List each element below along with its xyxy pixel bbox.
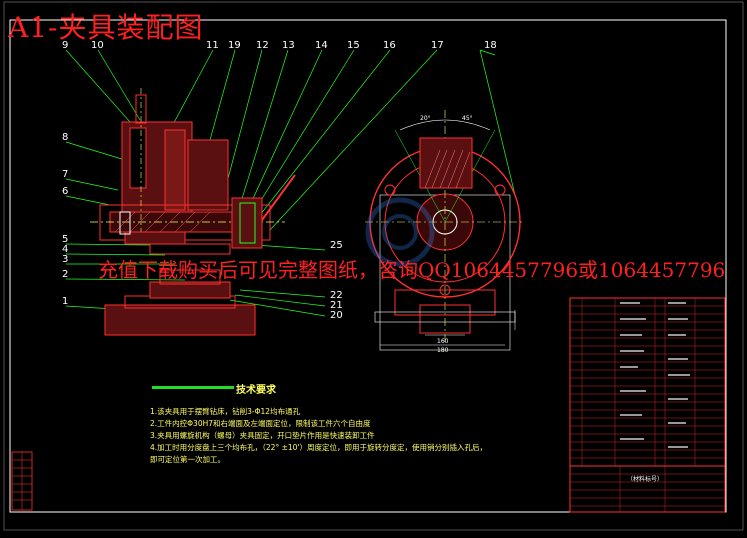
leader-lines	[65, 49, 516, 317]
callout-top-8: 16	[383, 40, 396, 51]
tech-item: 4.加工时用分度盘上三个均布孔，（22° ±10'）周度定位，即用于旋转分度定，…	[150, 443, 487, 452]
callout-top-7: 15	[347, 40, 360, 51]
callout-top-2: 11	[206, 40, 219, 51]
tech-heading-bar	[152, 386, 234, 389]
callout-right-3: 20	[330, 310, 343, 321]
promo-watermark-text: 充值下载购买后可见完整图纸，咨询QQ1064457796或1064457796	[98, 258, 726, 282]
callout-top-3: 19	[228, 40, 241, 51]
callouts-left: 8 7 6 5 4 3 2 1	[62, 132, 68, 307]
front-section-view	[90, 88, 296, 336]
callout-top-5: 13	[282, 40, 295, 51]
callouts-right: 25 22 21 20	[330, 240, 343, 321]
callout-left-0: 8	[62, 132, 68, 143]
callout-left-3: 5	[62, 234, 68, 245]
side-view	[365, 110, 525, 351]
callout-left-5: 3	[62, 254, 68, 265]
callout-left-2: 6	[62, 186, 68, 197]
callout-left-7: 1	[62, 296, 68, 307]
parts-list	[569, 297, 726, 467]
tech-item: 3.夹具用螺旋机构（螺母）夹具固定，开口垫片作用是快速装卸工件	[150, 431, 375, 440]
title-block: （材料标号）	[569, 465, 726, 513]
callout-top-6: 14	[315, 40, 328, 51]
callout-top-1: 10	[91, 40, 104, 51]
dim-width-1: 160	[437, 338, 449, 345]
callout-right-0: 25	[330, 240, 343, 251]
callout-top-4: 12	[256, 40, 269, 51]
callout-left-6: 2	[62, 269, 68, 280]
border-frame	[9, 19, 727, 513]
tech-requirements-heading: 技术要求	[236, 385, 276, 396]
dim-angle-1: 20°	[420, 115, 431, 122]
dim-angle-2: 45°	[462, 115, 473, 122]
dimension-labels: 160 180 20° 45°	[420, 115, 473, 354]
tech-requirements-list: 1.该夹具用于摆臂钻床，钻削3-Φ12均布通孔 2.工件内控Φ30H7和右端面及…	[150, 406, 487, 466]
callout-left-1: 7	[62, 169, 68, 180]
watermark-logo	[365, 197, 435, 267]
callout-top-10: 18	[484, 40, 497, 51]
callout-top-0: 9	[62, 40, 68, 51]
page-title: A1-夹具装配图	[8, 11, 204, 44]
callout-right-1: 22	[330, 290, 343, 301]
callouts-top: 9 10 11 19 12 13 14 15 16 17 18	[62, 40, 497, 51]
tech-item: 1.该夹具用于摆臂钻床，钻削3-Φ12均布通孔	[150, 407, 301, 416]
callout-right-2: 21	[330, 300, 343, 311]
dim-width-2: 180	[437, 347, 449, 354]
side-block	[11, 451, 33, 511]
tech-item: 即可定位第一次加工。	[150, 455, 225, 464]
callout-left-4: 4	[62, 244, 68, 255]
material-label: （材料标号）	[627, 475, 663, 483]
callout-top-9: 17	[431, 40, 444, 51]
tech-item: 2.工件内控Φ30H7和右端面及左端面定位，限制该工件六个自由度	[150, 419, 371, 428]
